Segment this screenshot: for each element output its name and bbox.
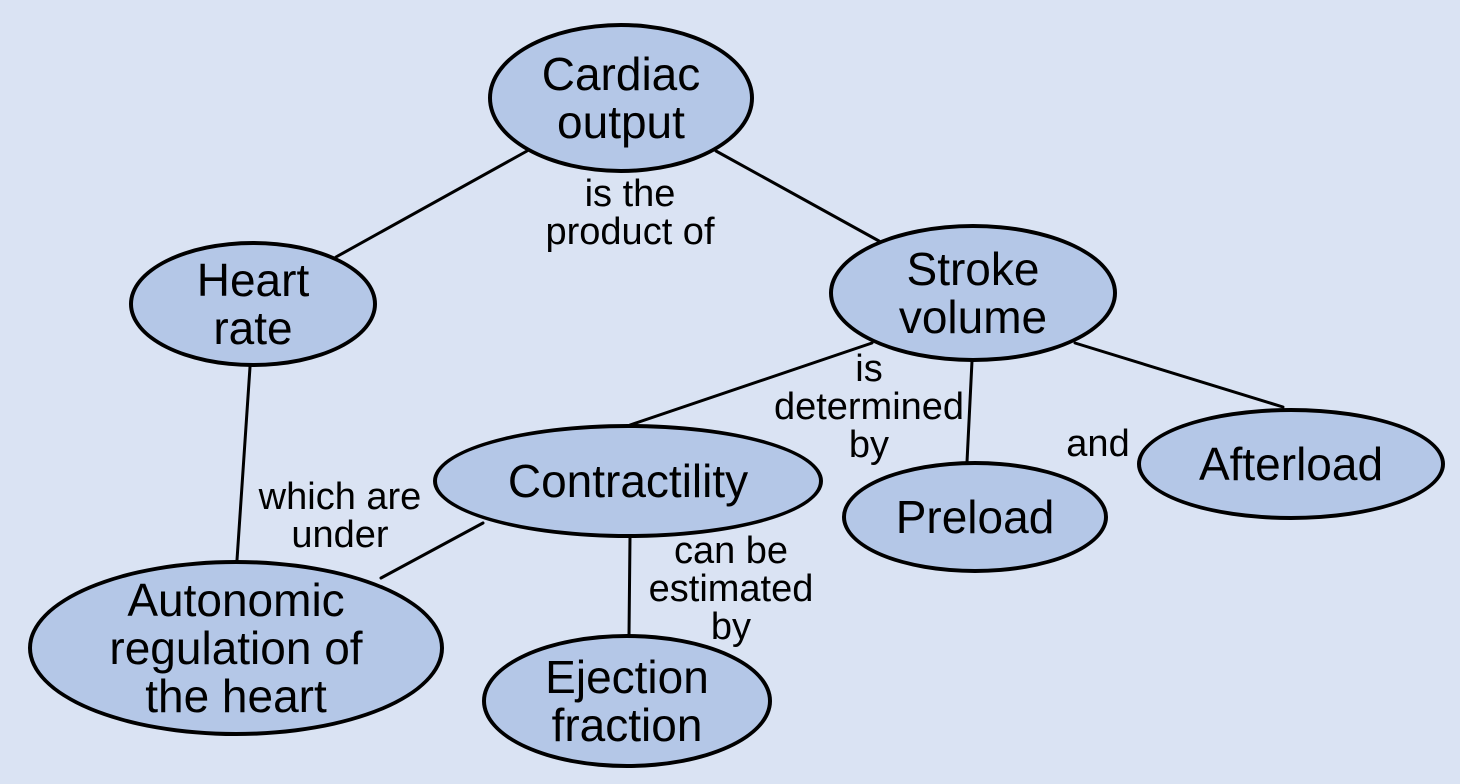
edge-stroke-volume-contractility xyxy=(628,341,874,427)
edge-stroke-volume-preload xyxy=(965,359,974,464)
node-stroke-volume-label: Stroke volume xyxy=(898,242,1048,343)
node-preload: Preload xyxy=(842,461,1108,573)
node-afterload: Afterload xyxy=(1137,408,1445,520)
node-cardiac-output: Cardiac output xyxy=(488,23,754,173)
node-heart-rate: Heart rate xyxy=(129,241,377,367)
node-preload-label: Preload xyxy=(895,490,1055,543)
node-heart-rate-label: Heart rate xyxy=(196,253,310,354)
node-cardiac-output-label: Cardiac output xyxy=(541,47,701,148)
edge-label-and: and xyxy=(1066,423,1130,465)
edge-label-which-are-under: which are under xyxy=(258,476,422,556)
edge-cardiac-output-heart-rate xyxy=(334,149,529,259)
edge-heart-rate-autonomic xyxy=(235,365,252,562)
edge-contractility-autonomic xyxy=(379,521,485,580)
edge-label-is-the-product-of: is the product of xyxy=(545,173,715,253)
node-ejection-fraction-label: Ejection fraction xyxy=(545,650,709,751)
edge-contractility-ejection xyxy=(627,535,632,637)
node-contractility-label: Contractility xyxy=(507,454,749,507)
node-ejection-fraction: Ejection fraction xyxy=(482,634,772,768)
edge-stroke-volume-afterload xyxy=(1073,341,1285,409)
node-stroke-volume: Stroke volume xyxy=(829,224,1117,362)
edge-cardiac-output-stroke-volume xyxy=(714,149,881,243)
node-autonomic-regulation-label: Autonomic regulation of the heart xyxy=(109,573,363,723)
node-afterload-label: Afterload xyxy=(1198,437,1384,490)
node-autonomic-regulation: Autonomic regulation of the heart xyxy=(28,560,444,736)
node-contractility: Contractility xyxy=(433,424,823,538)
edge-label-is-determined-by: is determined by xyxy=(773,348,965,466)
edge-label-can-be-estimated-by: can be estimated by xyxy=(648,530,814,648)
